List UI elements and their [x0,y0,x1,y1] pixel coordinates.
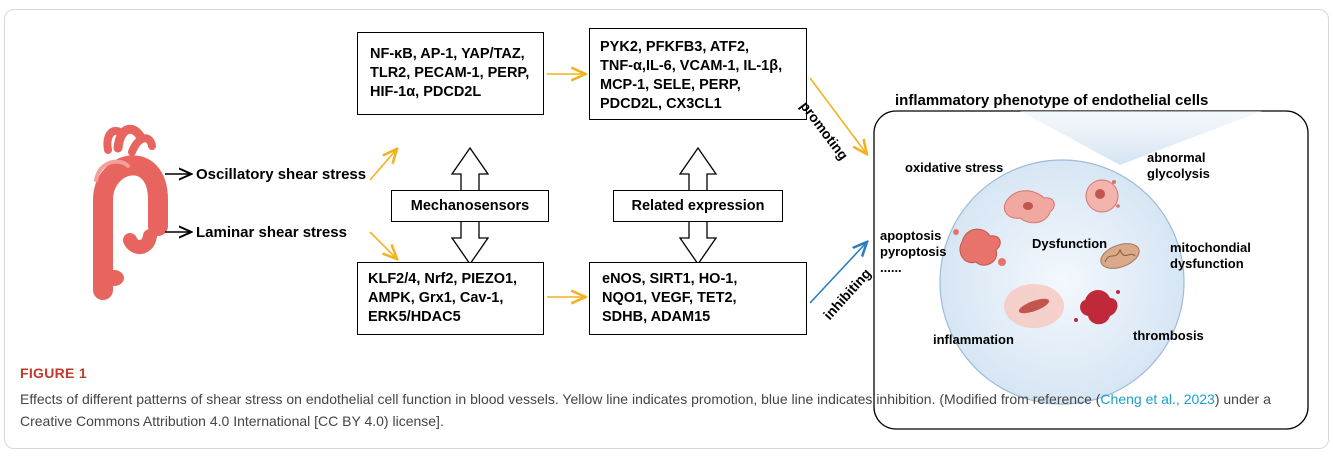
apoptosis-line: apoptosis [880,228,942,243]
box-line: KLF2/4, Nrf2, PIEZO1, [368,271,518,287]
zoom-beam [1020,111,1262,165]
cell-circle [939,159,1185,405]
box-line: TNF-α,IL-6, VCAM-1, IL-1β, [600,58,783,74]
box-line: SDHB, ADAM15 [602,309,711,325]
caption-text-after: ) under a Creative Commons Attribution 4… [20,391,1271,429]
glycolysis-line: glycolysis [1147,166,1210,181]
oxidative-cell-icon [1003,190,1055,224]
glycolysis-cell-icon [1085,179,1120,213]
figure-frame [4,9,1329,449]
osc-to-sensors-arrow [369,150,396,181]
oscillatory-mechanosensors-box: NF-κB, AP-1, YAP/TAZ, TLR2, PECAM-1, PER… [357,32,544,115]
apoptosis-label: apoptosis pyroptosis ...... [880,228,946,276]
caption-text-before: Effects of different patterns of shear s… [20,391,1101,407]
inhibiting-arrow [809,243,866,304]
box-line: ERK5/HDAC5 [368,309,461,325]
dysfunction-label: Dysfunction [1032,236,1108,251]
panel-title: inflammatory phenotype of endothelial ce… [895,92,1209,109]
figure-label: FIGURE 1 [20,365,87,381]
box-line: PDCD2L, CX3CL1 [600,96,722,112]
reference-link[interactable]: Cheng et al., 2023 [1100,391,1215,407]
mitochondrial-label: mitochondial dysfunction [1170,240,1251,272]
aorta-icon [93,124,168,300]
box-line: AMPK, Grx1, Cav-1, [368,290,504,306]
box-line: NQO1, VEGF, TET2, [602,290,737,306]
inflammation-label: inflammation [933,332,1014,347]
laminar-label: Laminar shear stress [196,224,347,241]
thrombosis-icon [1074,290,1120,325]
mitochondrial-line: mitochondial [1170,240,1251,255]
mitochondria-icon [1100,243,1140,269]
glycolysis-line: abnormal [1147,150,1206,165]
apoptosis-line: pyroptosis [880,244,947,259]
oscillatory-label: Oscillatory shear stress [196,166,367,183]
box-line: eNOS, SIRT1, HO-1, [602,271,738,287]
mitochondrial-line: dysfunction [1170,256,1244,271]
laminar-expression-box: eNOS, SIRT1, HO-1, NQO1, VEGF, TET2, SDH… [589,262,807,335]
thrombosis-label: thrombosis [1133,328,1204,343]
oxidative-stress-label: oxidative stress [905,160,1004,175]
box-line: HIF-1α, PDCD2L [370,84,482,100]
apoptosis-cell-icon [953,228,1006,266]
abnormal-glycolysis-label: abnormal glycolysis [1147,150,1210,182]
mechanosensors-label: Mechanosensors [410,198,530,214]
box-line: TLR2, PECAM-1, PERP, [370,65,530,81]
inflammation-cell-icon [1004,284,1064,328]
oscillatory-expression-box: PYK2, PFKFB3, ATF2, TNF-α,IL-6, VCAM-1, … [589,28,807,120]
box-line: NF-κB, AP-1, YAP/TAZ, [370,46,525,62]
related-expression-label: Related expression [631,198,765,214]
promoting-arrow [809,77,866,153]
figure-caption: FIGURE 1 Effects of different patterns o… [20,365,1310,432]
mechanosensors-label-box: Mechanosensors [391,190,549,222]
caption-text: Effects of different patterns of shear s… [20,388,1310,432]
related-expression-label-box: Related expression [613,190,783,222]
lam-to-sensors-arrow [369,231,396,258]
box-line: MCP-1, SELE, PERP, [600,77,741,93]
laminar-mechanosensors-box: KLF2/4, Nrf2, PIEZO1, AMPK, Grx1, Cav-1,… [357,262,544,335]
apoptosis-line: ...... [880,260,902,275]
box-line: PYK2, PFKFB3, ATF2, [600,39,750,55]
